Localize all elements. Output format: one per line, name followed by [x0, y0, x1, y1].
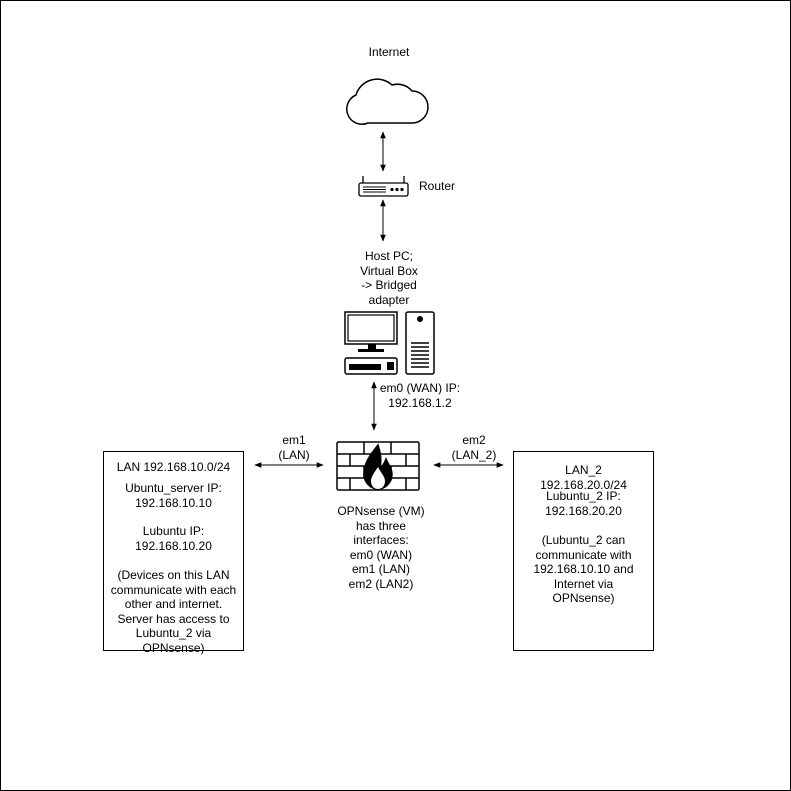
lubuntu-ip: Lubuntu IP: 192.168.10.20	[135, 524, 212, 553]
router-icon	[358, 176, 409, 197]
lan2-note: (Lubuntu_2 can communicate with 192.168.…	[533, 533, 634, 605]
desktop-pc-icon	[344, 311, 435, 375]
lan-note: (Devices on this LAN communicate with ea…	[110, 568, 237, 655]
host-pc-label: Host PC; Virtual Box -> Bridged adapter	[360, 249, 418, 307]
firewall-icon	[336, 441, 420, 491]
lan-box: LAN 192.168.10.0/24 Ubuntu_server IP: 19…	[103, 451, 244, 655]
opnsense-label: OPNsense (VM) has three interfaces: em0 …	[337, 504, 425, 591]
router-label: Router	[419, 179, 456, 193]
lan2-title: LAN_2 192.168.20.0/24	[540, 463, 627, 492]
internet-label: Internet	[368, 45, 410, 59]
lan2-box: LAN_2 192.168.20.0/24 Lubuntu_2 IP: 192.…	[513, 451, 654, 651]
ubuntu-server-ip: Ubuntu_server IP: 192.168.10.10	[125, 481, 222, 510]
lan2-edge-label: em2 (LAN_2)	[451, 433, 497, 462]
wan-edge-label: em0 (WAN) IP: 192.168.1.2	[379, 381, 461, 410]
lan-title: LAN 192.168.10.0/24	[116, 460, 231, 474]
lubuntu2-ip: Lubuntu_2 IP: 192.168.20.20	[545, 489, 622, 518]
lan-edge-label: em1 (LAN)	[278, 433, 310, 462]
cloud-icon	[346, 78, 429, 125]
